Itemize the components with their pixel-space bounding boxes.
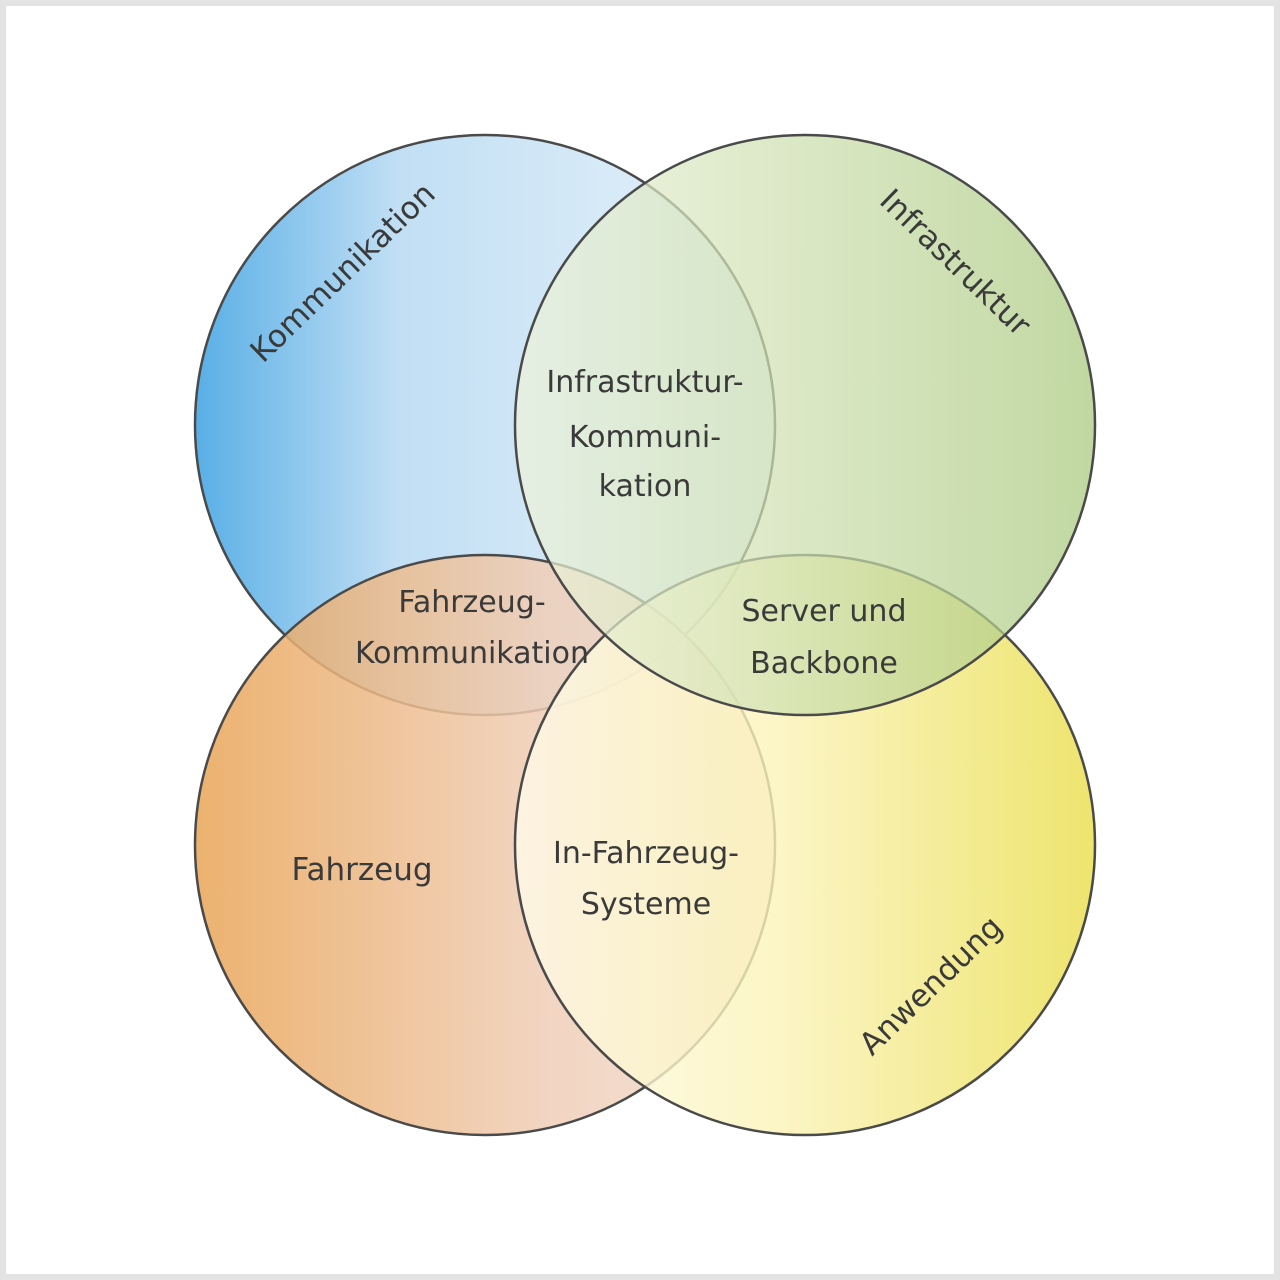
overlap-line: Backbone [750,646,898,681]
label-fahrzeug: Fahrzeug [291,852,432,888]
overlap-line: Server und [742,594,907,629]
overlap-line: Fahrzeug- [398,585,545,620]
circle-infrastruktur [513,133,1097,717]
overlap-line: Infrastruktur- [546,365,743,400]
overlap-line: kation [599,469,692,504]
overlap-server-backbone: Server und Backbone [742,594,907,681]
overlap-infrastruktur-kommunikation: Infrastruktur- Kommuni- kation [546,365,743,504]
overlap-line: Kommunikation [355,636,589,671]
overlap-line: In-Fahrzeug- [553,836,739,871]
overlap-in-fahrzeug-systeme: In-Fahrzeug- Systeme [553,836,739,922]
overlap-line: Kommuni- [569,420,721,455]
overlap-line: Systeme [581,887,711,922]
overlap-fahrzeug-kommunikation: Fahrzeug- Kommunikation [355,585,589,671]
